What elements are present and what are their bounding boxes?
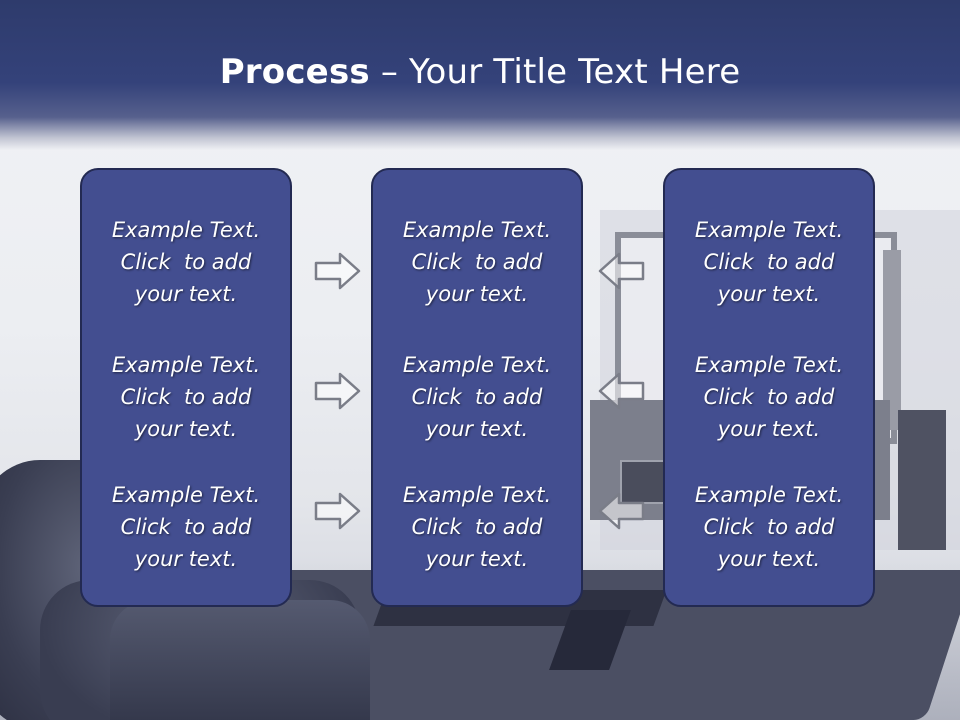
text-line: Click to add bbox=[411, 385, 543, 409]
text-placeholder[interactable]: Example Text. Click to add your text. bbox=[373, 479, 581, 575]
text-line: Example Text. bbox=[111, 483, 261, 507]
process-box-2[interactable]: Example Text. Click to add your text. Ex… bbox=[371, 168, 583, 607]
text-placeholder[interactable]: Example Text. Click to add your text. bbox=[665, 479, 873, 575]
text-line: your text. bbox=[134, 417, 238, 441]
header-band bbox=[0, 0, 960, 150]
arrow-left-icon bbox=[597, 371, 645, 411]
text-placeholder[interactable]: Example Text. Click to add your text. bbox=[665, 214, 873, 310]
text-line: Example Text. bbox=[402, 218, 552, 242]
text-line: Example Text. bbox=[694, 218, 844, 242]
text-line: your text. bbox=[425, 547, 529, 571]
process-box-1[interactable]: Example Text. Click to add your text. Ex… bbox=[80, 168, 292, 607]
text-line: Example Text. bbox=[111, 218, 261, 242]
text-line: your text. bbox=[717, 282, 821, 306]
background-tv-edge bbox=[883, 250, 901, 430]
text-line: Click to add bbox=[120, 385, 252, 409]
text-placeholder[interactable]: Example Text. Click to add your text. bbox=[82, 349, 290, 445]
arrow-left-icon bbox=[597, 491, 645, 531]
text-line: Example Text. bbox=[402, 353, 552, 377]
process-box-3[interactable]: Example Text. Click to add your text. Ex… bbox=[663, 168, 875, 607]
text-line: your text. bbox=[717, 547, 821, 571]
background-sofa-cushion bbox=[110, 600, 370, 720]
arrow-right-icon bbox=[314, 251, 362, 291]
text-line: Click to add bbox=[120, 515, 252, 539]
background-speaker bbox=[898, 410, 946, 550]
arrow-left-icon bbox=[597, 251, 645, 291]
text-line: Example Text. bbox=[402, 483, 552, 507]
text-line: your text. bbox=[425, 417, 529, 441]
arrow-right-icon bbox=[314, 491, 362, 531]
title-bold: Process bbox=[219, 52, 370, 92]
text-line: your text. bbox=[134, 282, 238, 306]
text-line: Example Text. bbox=[694, 353, 844, 377]
text-placeholder[interactable]: Example Text. Click to add your text. bbox=[373, 349, 581, 445]
text-placeholder[interactable]: Example Text. Click to add your text. bbox=[82, 214, 290, 310]
text-line: your text. bbox=[425, 282, 529, 306]
title-rest: – Your Title Text Here bbox=[369, 52, 741, 92]
text-placeholder[interactable]: Example Text. Click to add your text. bbox=[665, 349, 873, 445]
text-line: Example Text. bbox=[694, 483, 844, 507]
text-line: Click to add bbox=[703, 385, 835, 409]
text-line: Click to add bbox=[120, 250, 252, 274]
text-line: your text. bbox=[717, 417, 821, 441]
text-line: your text. bbox=[134, 547, 238, 571]
text-line: Click to add bbox=[703, 250, 835, 274]
arrow-right-icon bbox=[314, 371, 362, 411]
text-line: Example Text. bbox=[111, 353, 261, 377]
text-line: Click to add bbox=[411, 250, 543, 274]
text-placeholder[interactable]: Example Text. Click to add your text. bbox=[373, 214, 581, 310]
slide-title[interactable]: Process – Your Title Text Here bbox=[0, 52, 960, 92]
text-line: Click to add bbox=[411, 515, 543, 539]
text-line: Click to add bbox=[703, 515, 835, 539]
text-placeholder[interactable]: Example Text. Click to add your text. bbox=[82, 479, 290, 575]
